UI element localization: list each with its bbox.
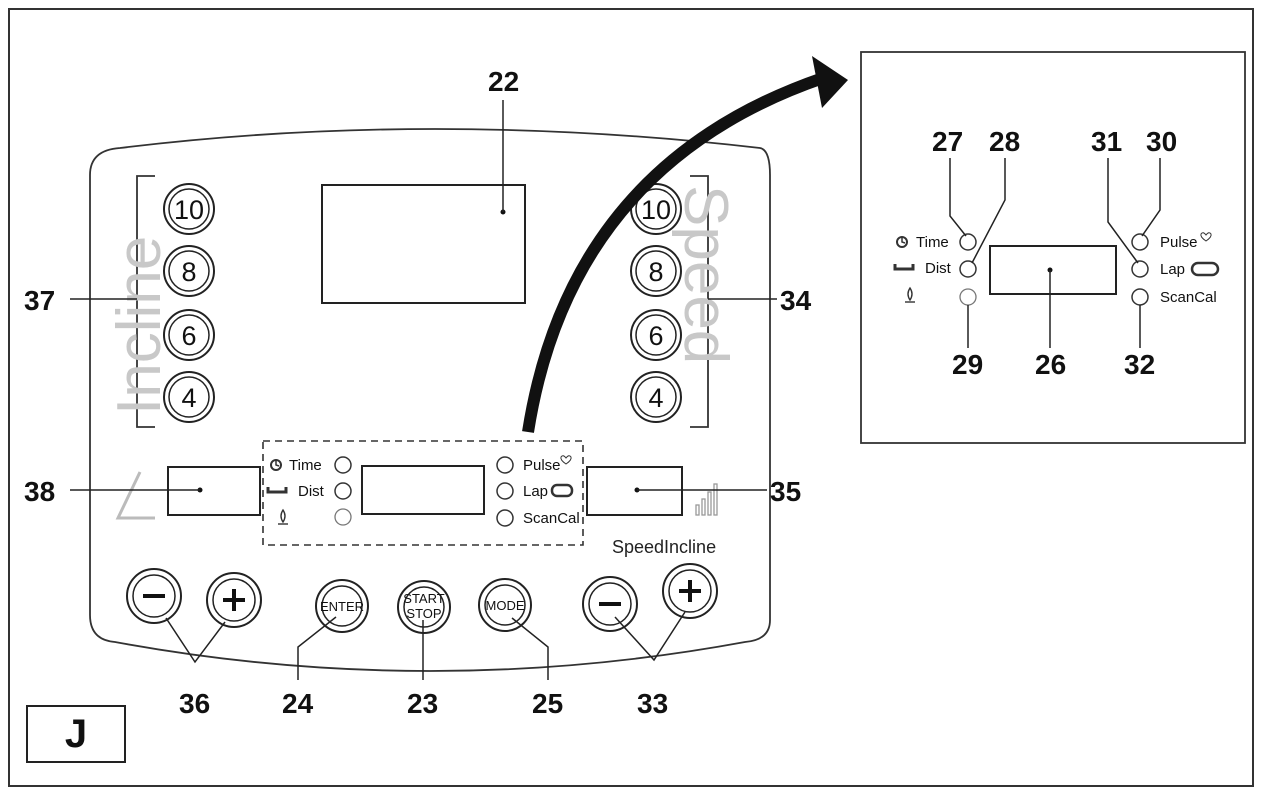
inset-heart-icon: [1200, 232, 1212, 242]
speed-preset-8[interactable]: 8: [630, 245, 682, 297]
svg-text:Dist: Dist: [298, 483, 325, 500]
callout-35: 35: [770, 476, 802, 507]
speed-preset-4[interactable]: 4: [630, 371, 682, 423]
incline-bracket: [136, 175, 155, 428]
incline-preset-4[interactable]: 4: [163, 371, 215, 423]
svg-text:6: 6: [181, 321, 196, 351]
dist-indicator: Dist: [266, 482, 352, 500]
outer-frame: [8, 8, 1254, 787]
callout-30: 30: [1146, 126, 1178, 157]
inset-pulse-indicator: Pulse: [1131, 232, 1212, 251]
svg-text:Pulse: Pulse: [1160, 234, 1198, 251]
svg-text:ScanCal: ScanCal: [1160, 289, 1217, 306]
callout-31: 31: [1091, 126, 1123, 157]
svg-text:MODE: MODE: [486, 598, 525, 613]
speed-label: Speed: [671, 185, 740, 364]
callout-36: 36: [179, 688, 211, 719]
pulse-indicator: Pulse: [496, 455, 572, 474]
callout-32: 32: [1124, 349, 1156, 380]
svg-text:STOP: STOP: [406, 606, 441, 621]
incline-preset-10[interactable]: 10: [163, 183, 215, 235]
svg-text:8: 8: [648, 257, 663, 287]
callout-24: 24: [282, 688, 314, 719]
speed-preset-6[interactable]: 6: [630, 309, 682, 361]
svg-text:Time: Time: [289, 457, 322, 474]
callout-28: 28: [989, 126, 1021, 157]
speed-minus-button[interactable]: [582, 576, 638, 632]
lap-icon: [550, 483, 574, 498]
svg-text:ENTER: ENTER: [320, 599, 364, 614]
callout-27: 27: [932, 126, 964, 157]
time-indicator: Time: [270, 456, 352, 474]
inset-display: [989, 245, 1117, 295]
enter-button[interactable]: ENTER: [315, 579, 369, 633]
speedincline-text: SpeedIncline: [612, 537, 716, 557]
lap-indicator: Lap: [496, 482, 574, 500]
callout-26: 26: [1035, 349, 1067, 380]
main-display: [321, 184, 526, 304]
incline-display: [167, 466, 261, 516]
svg-text:Lap: Lap: [1160, 261, 1185, 278]
figure-label: J: [26, 705, 126, 763]
incline-minus-button[interactable]: [126, 568, 182, 624]
svg-text:Pulse: Pulse: [523, 457, 561, 474]
scancal-indicator: ScanCal: [496, 509, 580, 527]
arrow-head: [812, 56, 848, 108]
svg-text:6: 6: [648, 321, 663, 351]
svg-text:8: 8: [181, 257, 196, 287]
incline-preset-6[interactable]: 6: [163, 309, 215, 361]
svg-text:4: 4: [181, 383, 196, 413]
callout-leaders: [70, 100, 777, 680]
speed-preset-10[interactable]: 10: [630, 183, 682, 235]
callout-29: 29: [952, 349, 984, 380]
speed-plus-button[interactable]: [662, 563, 718, 619]
zoom-arrow: [522, 72, 825, 433]
inset-calorie-indicator: [905, 286, 977, 306]
inset-callout-leaders: [949, 158, 1161, 348]
heart-icon: [560, 455, 572, 465]
signal-bars-icon: [695, 483, 718, 516]
svg-text:Dist: Dist: [925, 260, 952, 277]
calorie-indicator: [278, 508, 352, 526]
mode-button[interactable]: MODE: [478, 578, 532, 632]
incline-preset-8[interactable]: 8: [163, 245, 215, 297]
svg-text:4: 4: [648, 383, 663, 413]
callout-38: 38: [24, 476, 56, 507]
inset-lap-indicator: Lap: [1131, 260, 1220, 278]
callout-25: 25: [532, 688, 564, 719]
inset-dist-indicator: Dist: [893, 260, 977, 278]
svg-text:ScanCal: ScanCal: [523, 510, 580, 527]
speed-display: [586, 466, 683, 516]
callout-33: 33: [637, 688, 669, 719]
svg-text:Lap: Lap: [523, 483, 548, 500]
incline-label: Incline: [105, 236, 174, 415]
inset-time-indicator: Time: [896, 233, 977, 251]
speed-bracket: [690, 175, 709, 428]
start-stop-button[interactable]: START STOP: [397, 580, 451, 634]
console-outline: [89, 128, 771, 672]
svg-text:10: 10: [174, 195, 204, 225]
indicator-region: [262, 440, 584, 546]
svg-text:START: START: [403, 591, 444, 606]
svg-text:Time: Time: [916, 234, 949, 251]
svg-text:10: 10: [641, 195, 671, 225]
inset-lap-icon: [1190, 261, 1220, 277]
incline-plus-button[interactable]: [206, 572, 262, 628]
incline-angle-icon: [115, 471, 155, 520]
callout-34: 34: [780, 285, 812, 316]
callout-22: 22: [488, 66, 520, 97]
zoom-inset: [860, 51, 1246, 444]
callout-37: 37: [24, 285, 56, 316]
inset-scancal-indicator: ScanCal: [1131, 288, 1217, 306]
center-display: [361, 465, 485, 515]
callout-23: 23: [407, 688, 439, 719]
